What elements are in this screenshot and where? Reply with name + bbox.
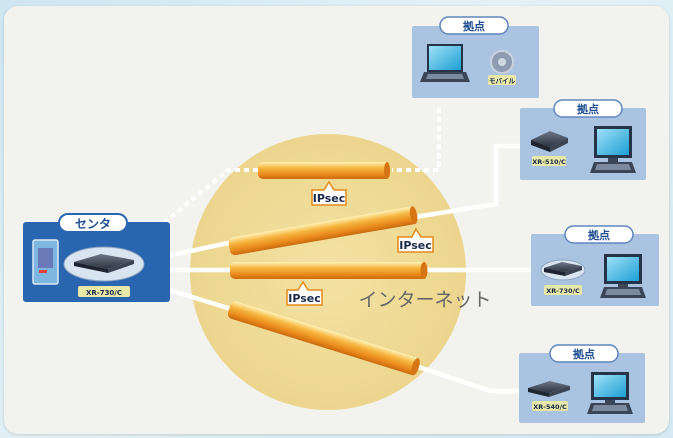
desktop-pc-icon bbox=[590, 126, 636, 173]
tunnel-site2 bbox=[228, 206, 418, 256]
svg-text:IPsec: IPsec bbox=[288, 292, 321, 305]
ipsec-callout-3: IPsec bbox=[286, 280, 323, 306]
site-box-3: 拠点 XR-730/C bbox=[531, 225, 659, 306]
site3-router-label: XR-730/C bbox=[546, 287, 580, 295]
site-title-4: 拠点 bbox=[573, 347, 595, 361]
router-icon bbox=[528, 381, 570, 397]
svg-text:IPsec: IPsec bbox=[399, 239, 432, 252]
ipsec-callout-1: IPsec bbox=[311, 180, 347, 206]
link-site2 bbox=[412, 143, 535, 220]
tunnel-site3 bbox=[230, 262, 428, 279]
site-box-2: 拠点 XR-510/C bbox=[520, 99, 646, 180]
desktop-pc-icon bbox=[587, 372, 633, 414]
tunnel-mobile bbox=[258, 162, 390, 179]
mobile-label: モバイル bbox=[489, 77, 516, 85]
site-box-4: 拠点 XR-540/C bbox=[519, 344, 645, 423]
site-title-2: 拠点 bbox=[577, 102, 599, 116]
internet-label: インターネット bbox=[358, 289, 491, 311]
center-box: センタ XR-730/C bbox=[23, 213, 170, 302]
router-icon bbox=[531, 131, 568, 152]
laptop-icon bbox=[420, 44, 470, 82]
link-site4 bbox=[410, 362, 529, 394]
site2-router-label: XR-510/C bbox=[532, 158, 566, 166]
site-title-mobile: 拠点 bbox=[463, 19, 485, 33]
mobile-card-icon bbox=[490, 50, 514, 74]
router-icon bbox=[63, 246, 145, 282]
site4-router-label: XR-540/C bbox=[533, 403, 567, 411]
site-title-3: 拠点 bbox=[588, 228, 610, 242]
site-box-mobile: 拠点 モバイル bbox=[412, 16, 539, 98]
desktop-pc-icon bbox=[600, 254, 646, 298]
router-icon bbox=[540, 259, 586, 281]
center-title: センタ bbox=[75, 217, 111, 231]
ipsec-callout-2: IPsec bbox=[397, 227, 434, 253]
mobile-vpn-link bbox=[150, 108, 441, 235]
svg-text:IPsec: IPsec bbox=[313, 192, 346, 205]
center-router-label: XR-730/C bbox=[86, 289, 122, 297]
server-icon bbox=[32, 239, 59, 285]
tunnel-site4 bbox=[227, 301, 420, 376]
